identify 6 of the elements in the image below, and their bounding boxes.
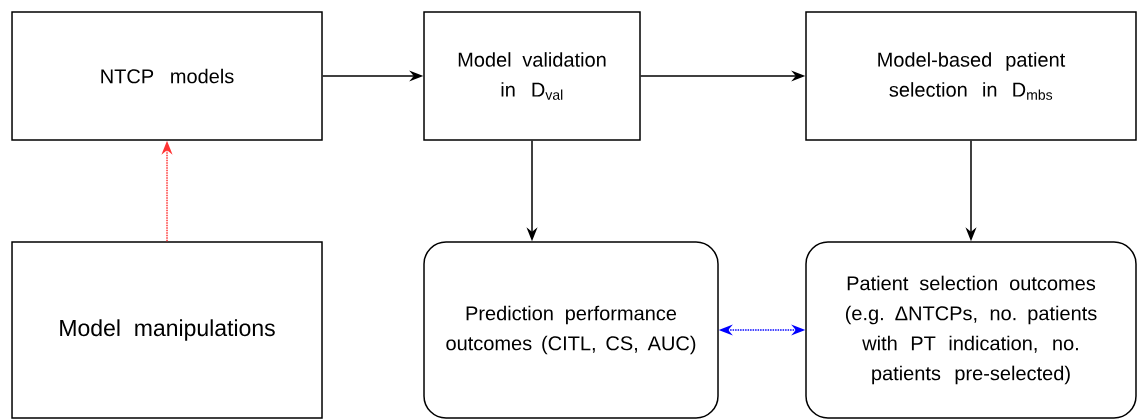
process-box: NTCP models bbox=[11, 11, 323, 141]
process-box: Model manipulations bbox=[11, 241, 323, 419]
outcome-box: Prediction performance outcomes (CITL, CS, AUC) bbox=[423, 241, 719, 419]
outcome-box: Patient selection outcomes (e.g. ΔNTCPs, no. patients with PT indication, no. patients pre-selected) bbox=[805, 241, 1137, 419]
process-box: Model-based patient selection in D$_{mbs}$ bbox=[805, 11, 1137, 141]
process-box: Model validation in D$_{val}$ bbox=[423, 11, 641, 141]
